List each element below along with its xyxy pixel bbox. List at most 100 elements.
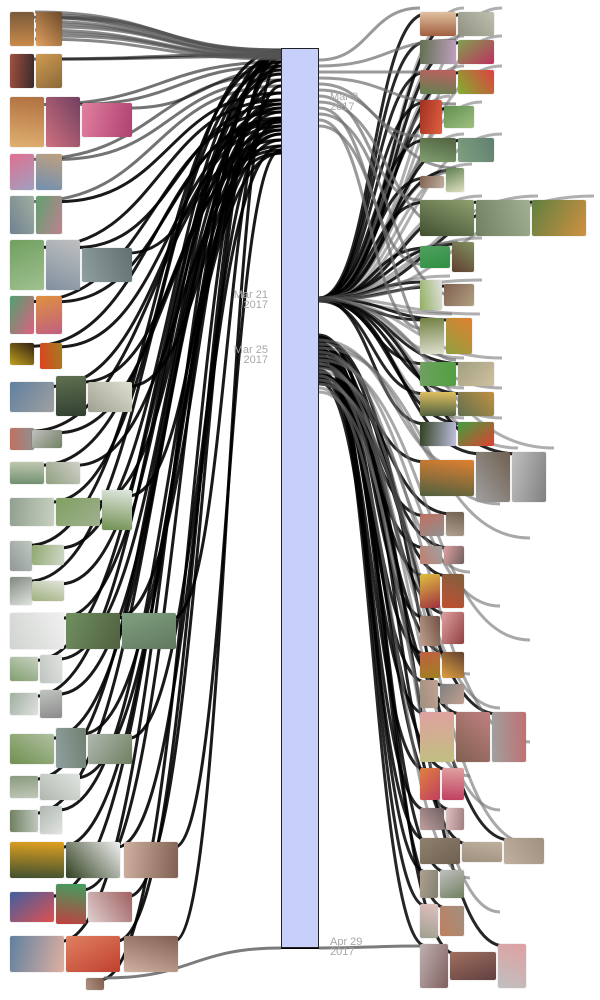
right-photo-thumbnail[interactable] [450,952,496,980]
right-photo-thumbnail[interactable] [446,168,464,192]
right-photo-thumbnail[interactable] [420,768,440,800]
right-photo-thumbnail[interactable] [458,12,494,36]
left-photo-thumbnail[interactable] [32,430,62,448]
right-photo-thumbnail[interactable] [458,70,494,94]
right-photo-thumbnail[interactable] [458,362,494,386]
right-photo-thumbnail[interactable] [440,870,464,898]
left-photo-thumbnail[interactable] [10,693,38,715]
left-photo-thumbnail[interactable] [10,154,34,190]
right-photo-thumbnail[interactable] [504,838,544,864]
right-photo-thumbnail[interactable] [420,40,456,64]
left-photo-thumbnail[interactable] [10,541,32,571]
right-photo-thumbnail[interactable] [442,652,464,678]
left-photo-thumbnail[interactable] [10,196,34,234]
left-photo-thumbnail[interactable] [46,97,80,147]
right-photo-thumbnail[interactable] [420,574,440,608]
left-photo-thumbnail[interactable] [124,842,178,878]
left-photo-thumbnail[interactable] [10,810,38,832]
right-photo-thumbnail[interactable] [420,460,474,496]
left-photo-thumbnail[interactable] [10,577,32,605]
right-photo-thumbnail[interactable] [440,906,464,936]
left-photo-thumbnail[interactable] [56,376,86,416]
right-photo-thumbnail[interactable] [512,452,546,502]
left-photo-thumbnail[interactable] [40,690,62,718]
left-photo-thumbnail[interactable] [10,734,54,764]
right-photo-thumbnail[interactable] [420,546,442,564]
left-photo-thumbnail[interactable] [122,613,176,649]
right-photo-thumbnail[interactable] [420,514,444,536]
right-photo-thumbnail[interactable] [420,616,440,646]
left-photo-thumbnail[interactable] [56,728,86,768]
right-photo-thumbnail[interactable] [492,712,526,762]
left-photo-thumbnail[interactable] [46,240,80,290]
left-photo-thumbnail[interactable] [40,806,62,834]
left-photo-thumbnail[interactable] [46,462,80,484]
left-photo-thumbnail[interactable] [36,12,62,46]
right-photo-thumbnail[interactable] [476,200,530,236]
left-photo-thumbnail[interactable] [40,774,80,800]
right-photo-thumbnail[interactable] [532,200,586,236]
right-photo-thumbnail[interactable] [458,40,494,64]
left-photo-thumbnail[interactable] [56,884,86,924]
right-photo-thumbnail[interactable] [420,904,438,938]
right-photo-thumbnail[interactable] [444,284,474,306]
left-photo-thumbnail[interactable] [40,343,62,369]
right-photo-thumbnail[interactable] [420,652,440,678]
right-photo-thumbnail[interactable] [440,684,464,704]
left-photo-thumbnail[interactable] [88,734,132,764]
left-photo-thumbnail[interactable] [66,936,120,972]
right-photo-thumbnail[interactable] [420,100,442,134]
left-photo-thumbnail[interactable] [10,892,54,922]
right-photo-thumbnail[interactable] [420,422,456,446]
left-photo-thumbnail[interactable] [86,978,104,990]
right-photo-thumbnail[interactable] [498,944,526,988]
right-photo-thumbnail[interactable] [444,546,464,564]
left-photo-thumbnail[interactable] [10,657,38,681]
left-photo-thumbnail[interactable] [88,382,132,412]
right-photo-thumbnail[interactable] [420,318,444,354]
right-photo-thumbnail[interactable] [458,422,494,446]
right-photo-thumbnail[interactable] [446,512,464,536]
left-photo-thumbnail[interactable] [10,498,54,526]
right-photo-thumbnail[interactable] [420,712,454,762]
right-photo-thumbnail[interactable] [420,176,444,188]
right-photo-thumbnail[interactable] [446,808,464,830]
right-photo-thumbnail[interactable] [420,870,438,898]
right-photo-thumbnail[interactable] [420,944,448,988]
left-photo-thumbnail[interactable] [10,936,64,972]
right-photo-thumbnail[interactable] [458,138,494,162]
right-photo-thumbnail[interactable] [420,200,474,236]
right-photo-thumbnail[interactable] [442,612,464,644]
left-photo-thumbnail[interactable] [10,240,44,290]
right-photo-thumbnail[interactable] [420,838,460,864]
left-photo-thumbnail[interactable] [66,842,120,878]
left-photo-thumbnail[interactable] [102,490,132,530]
left-photo-thumbnail[interactable] [88,892,132,922]
left-photo-thumbnail[interactable] [124,936,178,972]
right-photo-thumbnail[interactable] [420,392,456,416]
left-photo-thumbnail[interactable] [10,343,34,365]
left-photo-thumbnail[interactable] [10,462,44,484]
right-photo-thumbnail[interactable] [458,392,494,416]
right-photo-thumbnail[interactable] [420,12,456,36]
left-photo-thumbnail[interactable] [40,655,62,683]
left-photo-thumbnail[interactable] [10,613,64,649]
right-photo-thumbnail[interactable] [420,70,456,94]
left-photo-thumbnail[interactable] [10,54,34,88]
timeline-bar[interactable] [281,48,319,948]
right-photo-thumbnail[interactable] [442,574,464,608]
left-photo-thumbnail[interactable] [10,428,34,450]
left-photo-thumbnail[interactable] [36,154,62,190]
right-photo-thumbnail[interactable] [452,242,474,272]
right-photo-thumbnail[interactable] [444,106,474,128]
right-photo-thumbnail[interactable] [442,768,464,800]
left-photo-thumbnail[interactable] [82,103,132,137]
left-photo-thumbnail[interactable] [36,296,62,334]
right-photo-thumbnail[interactable] [462,842,502,862]
left-photo-thumbnail[interactable] [10,97,44,147]
left-photo-thumbnail[interactable] [66,613,120,649]
right-photo-thumbnail[interactable] [420,808,444,830]
right-photo-thumbnail[interactable] [476,452,510,502]
left-photo-thumbnail[interactable] [10,296,34,334]
right-photo-thumbnail[interactable] [456,712,490,762]
